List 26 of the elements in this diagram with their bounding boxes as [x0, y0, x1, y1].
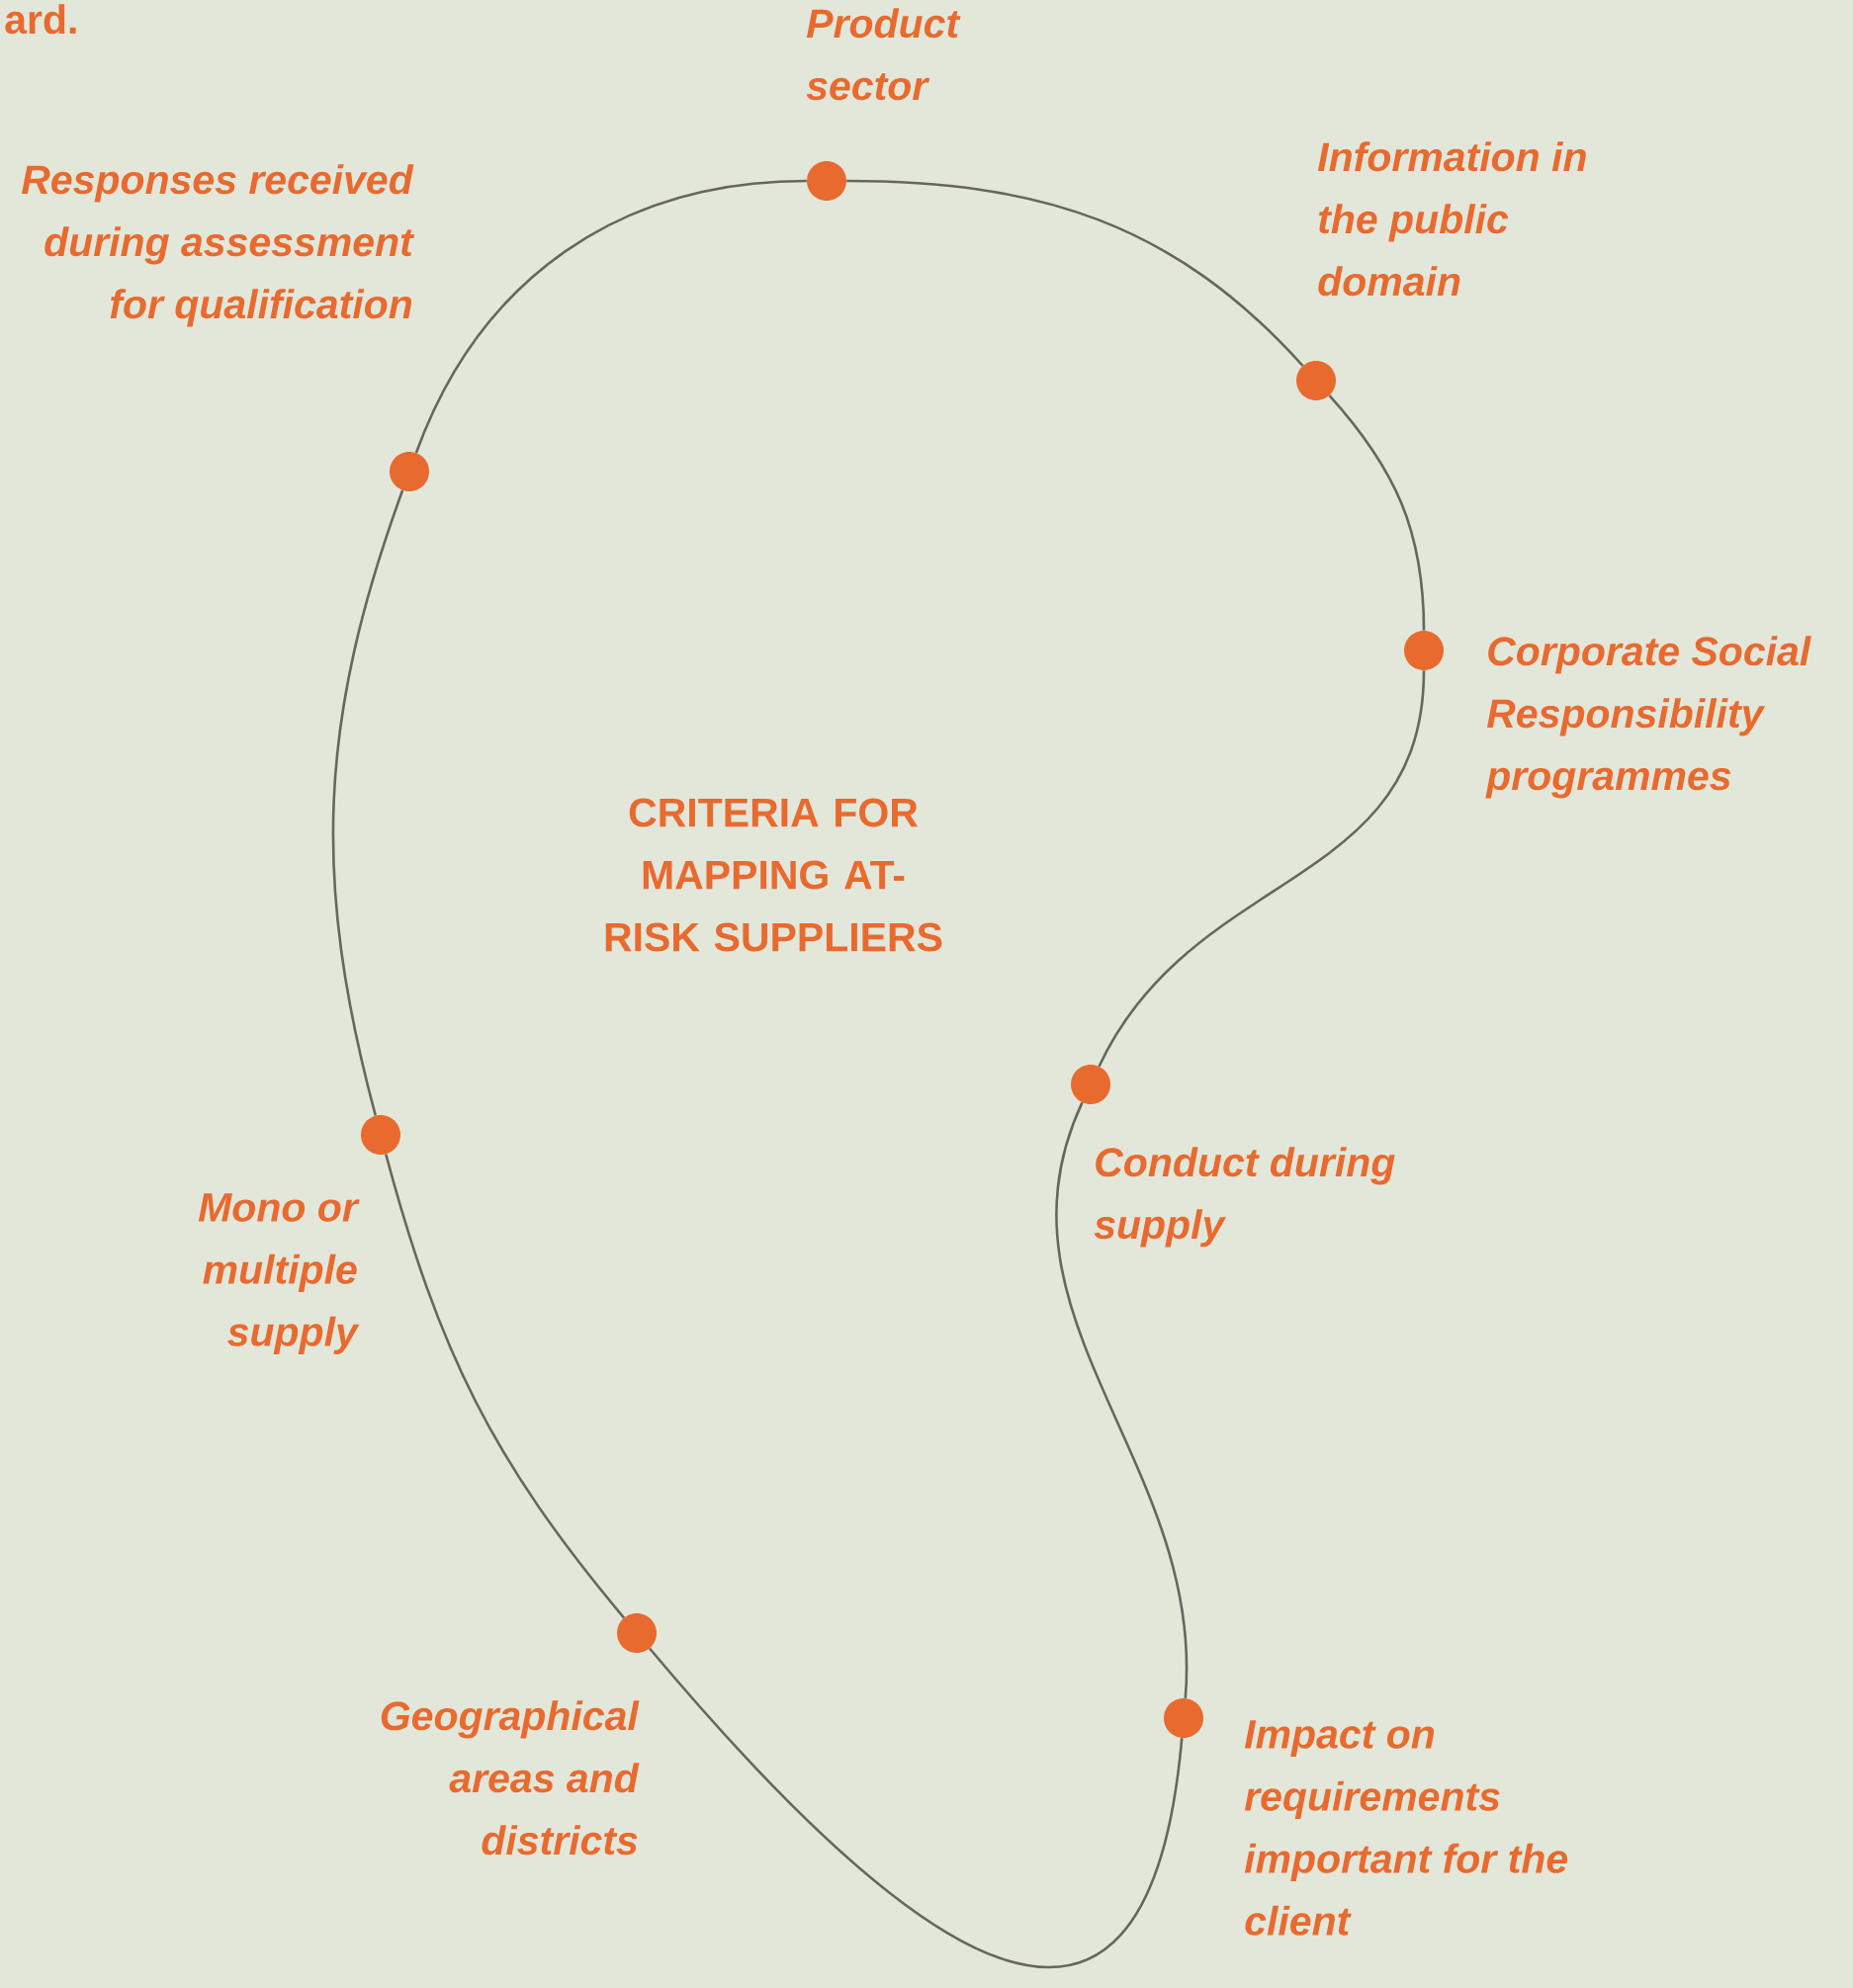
dot	[1296, 361, 1336, 400]
criterion-label: Product sector	[806, 8, 961, 101]
curve-line	[649, 1647, 1184, 1968]
title-text: CRITERIA FOR MAPPING AT-RISK SUPPLIERS	[605, 798, 942, 952]
criterion-label: Conduct during supply	[1094, 1147, 1395, 1248]
dot	[1404, 631, 1444, 670]
curve-line	[1328, 394, 1426, 631]
criterion-label: Impact on requirements important for the client	[1244, 1720, 1567, 1936]
criterion-label: Geographical areas and districts	[381, 1700, 640, 1856]
curve-line	[331, 489, 404, 1116]
criterion-label: Corporate Social Responsibility programmes	[1485, 636, 1811, 799]
criterion-label: Information in the public domain	[1317, 141, 1586, 297]
criterion-label: Responses received during assessment for qualification	[21, 164, 415, 327]
dot	[1164, 1698, 1203, 1738]
dot	[807, 161, 846, 201]
curve-line	[1098, 670, 1426, 1068]
curve-line	[414, 179, 807, 454]
criterion-label: Mono or multiple supply	[198, 1193, 360, 1354]
dot	[617, 1613, 657, 1653]
dot	[390, 452, 429, 491]
dot	[1071, 1065, 1110, 1104]
curve-line	[384, 1154, 626, 1619]
dot	[361, 1115, 400, 1155]
curve-line	[846, 179, 1304, 367]
curve-line	[1055, 1101, 1188, 1698]
text-fragment: ard.	[5, 4, 76, 35]
